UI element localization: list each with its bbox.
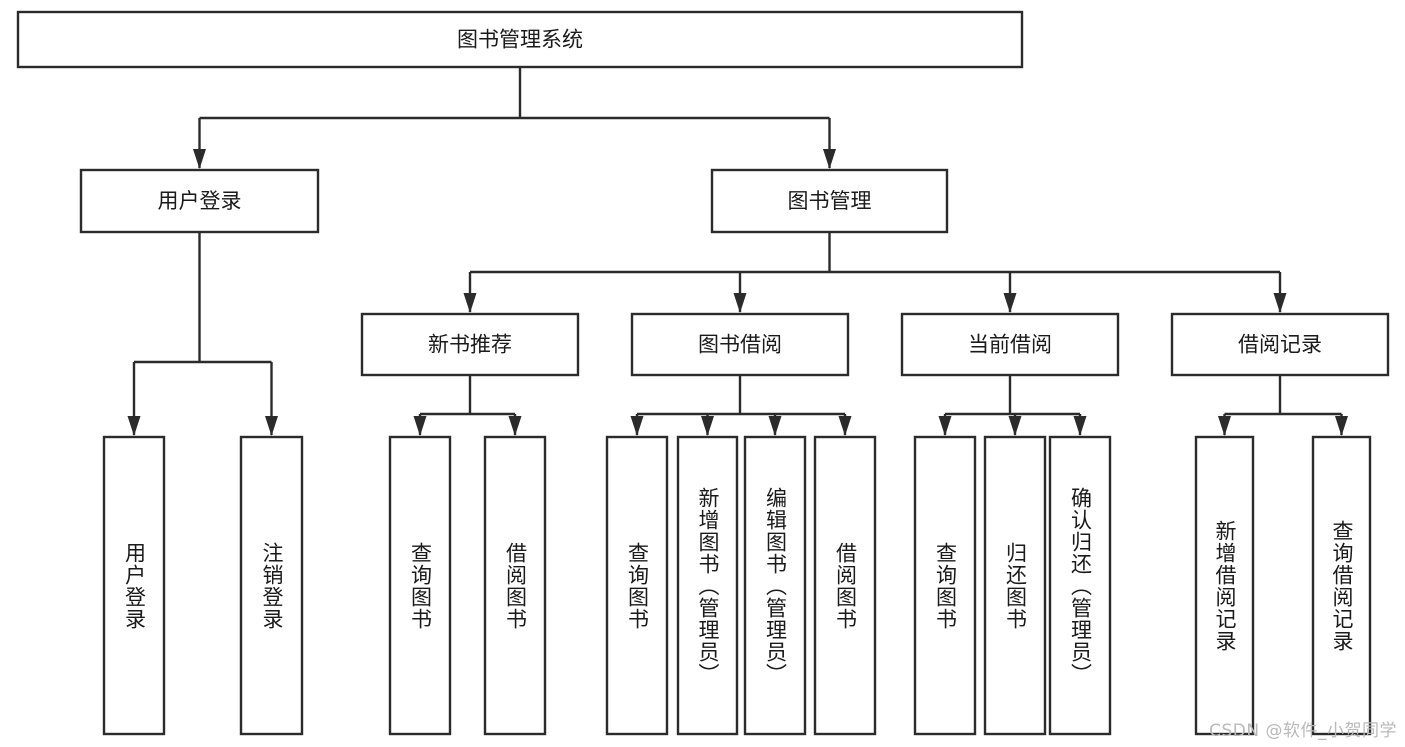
node-level3-1[interactable] bbox=[630, 312, 850, 377]
node-leaf-10[interactable] bbox=[1048, 435, 1112, 736]
node-root-label: 图书管理系统 bbox=[457, 28, 583, 52]
node-leaf-9[interactable] bbox=[983, 435, 1047, 736]
node-leaf-1[interactable] bbox=[239, 435, 304, 736]
node-leaf-5[interactable] bbox=[676, 435, 739, 736]
node-level3-3[interactable] bbox=[1170, 312, 1390, 377]
watermark-text: CSDN @软件_小贺同学 bbox=[1209, 721, 1397, 741]
node-leaf-2[interactable] bbox=[388, 435, 452, 736]
node-level3-label-3: 借阅记录 bbox=[1238, 333, 1322, 357]
node-boxes bbox=[16, 10, 1390, 736]
connector-lines bbox=[132, 67, 1343, 435]
node-level3-2[interactable] bbox=[900, 312, 1120, 377]
node-leaf-4[interactable] bbox=[605, 435, 669, 736]
node-level2-label-1: 图书管理 bbox=[788, 189, 872, 213]
node-leaf-11[interactable] bbox=[1194, 435, 1255, 736]
node-leaf-7[interactable] bbox=[813, 435, 877, 736]
node-level3-label-0: 新书推荐 bbox=[428, 333, 512, 357]
node-level3-label-2: 当前借阅 bbox=[968, 333, 1052, 357]
node-level2-0[interactable] bbox=[79, 168, 320, 234]
node-leaf-0[interactable] bbox=[102, 435, 166, 736]
node-level3-label-1: 图书借阅 bbox=[698, 333, 782, 357]
node-leaf-12[interactable] bbox=[1311, 435, 1372, 736]
node-level2-label-0: 用户登录 bbox=[158, 189, 242, 213]
node-level2-1[interactable] bbox=[710, 168, 949, 234]
node-leaf-8[interactable] bbox=[913, 435, 977, 736]
arrow-heads bbox=[127, 149, 1348, 436]
node-leaf-6[interactable] bbox=[743, 435, 807, 736]
node-level3-0[interactable] bbox=[360, 312, 580, 377]
node-leaf-3[interactable] bbox=[483, 435, 547, 736]
node-root-library-system[interactable] bbox=[16, 10, 1024, 69]
